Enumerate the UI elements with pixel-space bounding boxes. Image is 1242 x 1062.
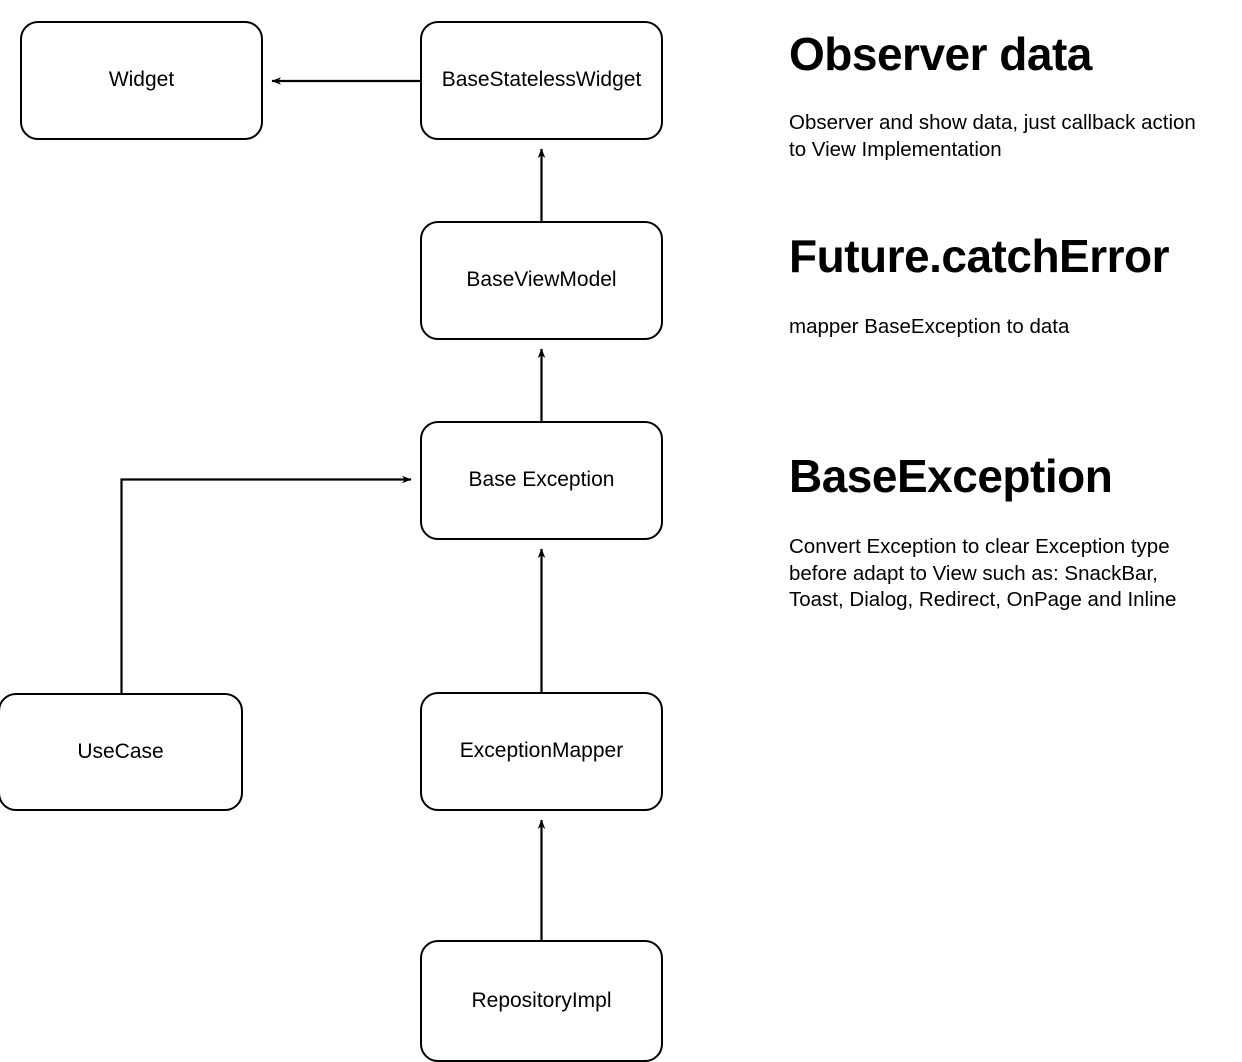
annotation-title: BaseException: [789, 450, 1113, 502]
node-base-exception-label: Base Exception: [468, 468, 615, 492]
annotation-base-exception: BaseException Convert Exception to clear…: [789, 452, 1209, 613]
node-repository-impl-label: RepositoryImpl: [471, 988, 612, 1012]
node-use-case[interactable]: UseCase: [0, 693, 243, 811]
diagram-edge-layer: [120, 77, 546, 940]
node-base-view-model[interactable]: BaseViewModel: [420, 221, 663, 340]
node-base-view-model-label: BaseViewModel: [466, 268, 617, 292]
annotation-future-catcherror: Future.catchError mapper BaseException t…: [789, 232, 1209, 341]
node-base-exception[interactable]: Base Exception: [420, 421, 663, 540]
annotation-body: Convert Exception to clear Exception typ…: [789, 535, 1177, 611]
annotation-observer-data: Observer data Observer and show data, ju…: [789, 30, 1209, 163]
node-exception-mapper-label: ExceptionMapper: [459, 739, 624, 763]
annotation-column: Observer data Observer and show data, ju…: [789, 0, 1219, 1062]
node-repository-impl[interactable]: RepositoryImpl: [420, 940, 663, 1062]
node-use-case-label: UseCase: [77, 739, 164, 763]
annotation-body: Observer and show data, just callback ac…: [789, 111, 1196, 161]
annotation-title: Observer data: [789, 28, 1092, 80]
node-widget-label: Widget: [108, 68, 175, 92]
node-exception-mapper[interactable]: ExceptionMapper: [420, 692, 663, 811]
edge-usecase-to-baseexception: [120, 475, 412, 693]
diagram-canvas: Widget BaseStatelessWidget BaseViewModel…: [0, 21, 663, 1062]
node-base-stateless-widget[interactable]: BaseStatelessWidget: [420, 21, 663, 140]
annotation-title: Future.catchError: [789, 230, 1170, 282]
node-widget[interactable]: Widget: [20, 21, 263, 140]
annotation-body: mapper BaseException to data: [789, 315, 1070, 339]
node-base-stateless-widget-label: BaseStatelessWidget: [441, 68, 642, 92]
